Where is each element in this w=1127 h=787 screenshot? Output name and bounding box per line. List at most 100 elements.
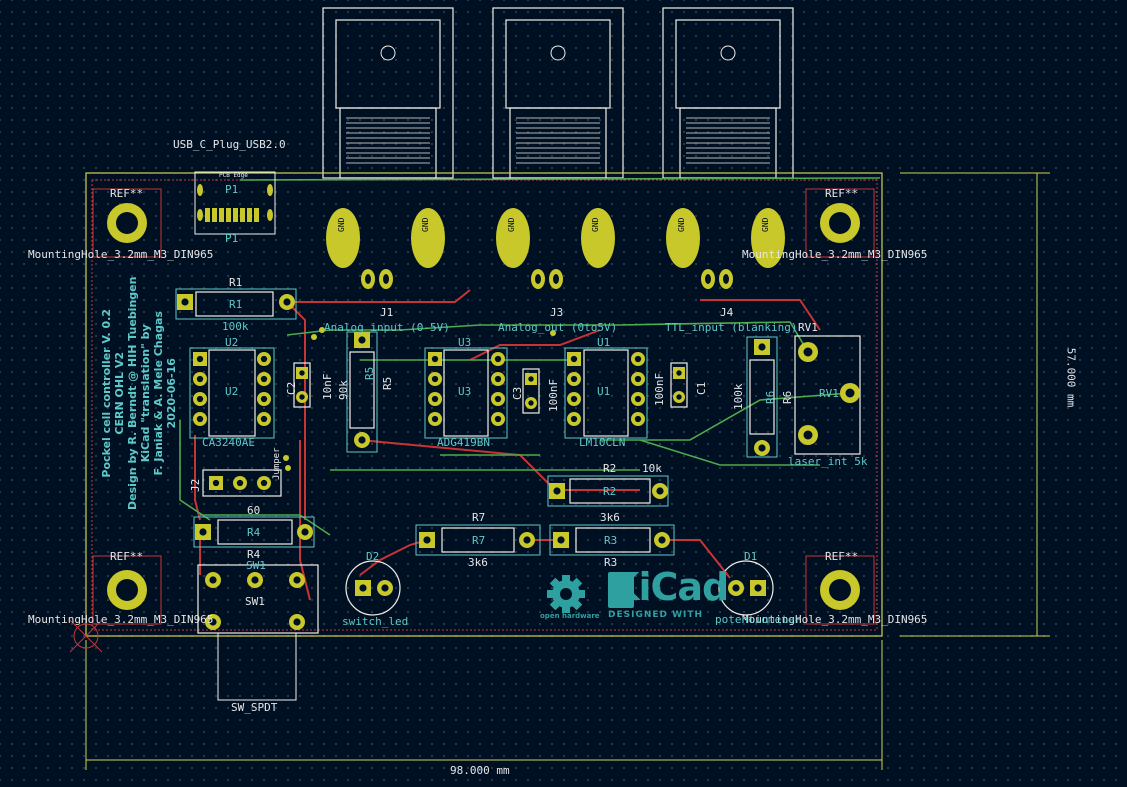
board-description: Pockel cell controller V. 0.2 CERN OHL V… — [100, 277, 178, 510]
j4-value-label: TTL_input (blanking) — [665, 321, 798, 334]
sw1-pad-drill — [293, 618, 301, 626]
resistor-pad-drill — [423, 536, 431, 544]
u1-pin-drill — [634, 415, 642, 423]
sw1-pad-drill — [293, 576, 301, 584]
hole-bl-ref: REF** — [110, 550, 144, 563]
resistor-pad-drill — [181, 298, 189, 306]
j3-gnd-pad[interactable] — [581, 208, 615, 268]
usb-pin-pad[interactable] — [226, 208, 231, 222]
board-text-line3: Design by R. Berndt @ HIH Tuebingen — [126, 276, 139, 510]
r5-ref: R5 — [381, 376, 394, 390]
usb-pin-pad[interactable] — [233, 208, 238, 222]
u3-pin-drill — [494, 375, 502, 383]
usb-value-label: USB_C_Plug_USB2.0 — [173, 138, 286, 151]
d1-led-outline — [718, 560, 774, 616]
c3-ref: C3 — [511, 386, 524, 400]
kicad-logo-block — [608, 572, 634, 608]
usb-shield-pad[interactable] — [267, 184, 273, 196]
c2-value: 10nF — [321, 373, 334, 401]
usb-edge-label: PCB Edge — [219, 172, 248, 179]
bnc-signal-drill — [705, 274, 711, 284]
u2-pin-drill — [260, 355, 268, 363]
j1-gnd-a: GND — [337, 217, 346, 232]
bnc-signal-drill — [383, 274, 389, 284]
rv1-ref: RV1 — [798, 321, 818, 334]
j4-gnd-pad[interactable] — [751, 208, 785, 268]
r7-ref-top: R7 — [472, 511, 486, 524]
r2-ref-fab: R2 — [603, 485, 617, 498]
j4-gnd-pad[interactable] — [666, 208, 700, 268]
d2-led-outline — [345, 560, 401, 616]
board-edge-cuts — [85, 172, 883, 637]
u3-body — [443, 349, 489, 437]
u2-pin-drill — [260, 375, 268, 383]
board-text-line1: Pockel cell controller V. 0.2 — [100, 308, 113, 478]
mounting-hole-tl-drill — [116, 212, 138, 234]
j1-value-label: Analog_input (0-5V) — [324, 321, 450, 334]
j2-pad-drill — [212, 479, 220, 487]
mounting-hole-br-drill — [829, 579, 851, 601]
j1-gnd-pad[interactable] — [411, 208, 445, 268]
u2-pin-drill — [260, 415, 268, 423]
resistor-pad-drill — [557, 536, 565, 544]
hole-br-value: MountingHole_3.2mm_M3_DIN965 — [742, 613, 928, 626]
usb-shield-pad[interactable] — [267, 209, 273, 221]
j2-jumper-body — [202, 469, 282, 497]
capacitor-pad-drill — [528, 400, 534, 406]
u2-pin-drill — [260, 395, 268, 403]
j2-pad-drill — [260, 479, 268, 487]
usb-pin-pad[interactable] — [219, 208, 224, 222]
hole-tl-value: MountingHole_3.2mm_M3_DIN965 — [28, 248, 214, 261]
resistor-pad-drill — [358, 436, 366, 444]
dimension-height-text: 57.000 mm — [1064, 347, 1078, 408]
back-copper-traces — [179, 177, 881, 536]
bnc-j3-body-outline — [492, 7, 624, 179]
sw1-ref-fab: SW1 — [245, 595, 265, 608]
via — [283, 455, 289, 461]
u2-pin-drill — [196, 415, 204, 423]
usb-pin-pad[interactable] — [247, 208, 252, 222]
d2-ref: D2 — [366, 550, 380, 563]
resistor-pad-drill — [301, 528, 309, 536]
u1-pin-drill — [570, 355, 578, 363]
board-text-line5: F. Janiak & A. Mele Chagas — [152, 311, 165, 476]
usb-ref-label: P1 — [225, 183, 239, 196]
r4-value: 60 — [247, 504, 261, 517]
oshw-logo — [547, 575, 585, 613]
u3-pin-drill — [431, 355, 439, 363]
usb-shield-pad[interactable] — [197, 209, 203, 221]
hole-br-keepout — [805, 555, 875, 625]
usb-pin-pad[interactable] — [205, 208, 210, 222]
via — [311, 334, 317, 340]
r3-ref-fab: R3 — [604, 534, 618, 547]
usb-pin-pad[interactable] — [212, 208, 217, 222]
hole-tr-value: MountingHole_3.2mm_M3_DIN965 — [742, 248, 928, 261]
u2-ref-fab: U2 — [225, 385, 239, 398]
r3-value: 3k6 — [600, 511, 620, 524]
hole-bl-value: MountingHole_3.2mm_M3_DIN965 — [28, 613, 214, 626]
d1-pad-drill — [732, 584, 740, 592]
c2-ref: C2 — [285, 381, 298, 395]
usb-pin-pad[interactable] — [254, 208, 259, 222]
u3-pin-drill — [494, 395, 502, 403]
via — [319, 327, 325, 333]
r1-value: 100k — [222, 320, 249, 333]
oshw-logo-text: open hardware — [540, 612, 600, 620]
j1-gnd-pad[interactable] — [326, 208, 360, 268]
usb-shield-pad[interactable] — [197, 184, 203, 196]
r4-ref-bottom: R4 — [247, 548, 261, 561]
via — [285, 465, 291, 471]
r7-ref-fab: R7 — [472, 534, 486, 547]
j2-ref: J2 — [189, 478, 202, 492]
bnc-j4-body-outline — [662, 7, 794, 179]
bnc-j1-inner — [335, 19, 441, 109]
usb-pin-pad[interactable] — [240, 208, 245, 222]
u1-pin-drill — [570, 395, 578, 403]
r7-value: 3k6 — [468, 556, 488, 569]
hole-tr-ref: REF** — [825, 187, 859, 200]
bnc-signal-drill — [553, 274, 559, 284]
sw1-pad-drill — [209, 576, 217, 584]
j3-gnd-pad[interactable] — [496, 208, 530, 268]
